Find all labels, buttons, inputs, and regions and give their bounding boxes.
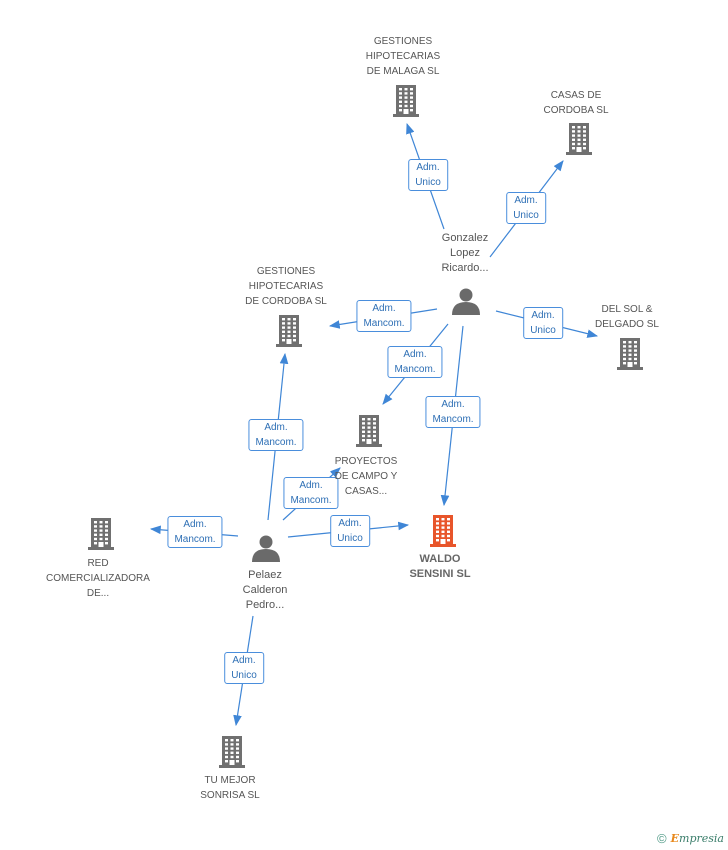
- edge-label-e11[interactable]: Adm.Unico: [224, 652, 264, 684]
- person-icon-pelaez[interactable]: [252, 535, 280, 563]
- building-icon-del_sol[interactable]: [617, 338, 643, 370]
- copyright-icon: ©: [657, 831, 667, 846]
- building-icon-gest_malaga[interactable]: [393, 85, 419, 117]
- footer: © Empresia: [657, 831, 724, 846]
- edge-label-e4[interactable]: Adm.Unico: [523, 307, 563, 339]
- building-icon-red[interactable]: [88, 518, 114, 550]
- building-icon-proyectos[interactable]: [356, 415, 382, 447]
- edge-label-e6[interactable]: Adm.Mancom.: [425, 396, 481, 428]
- brand-logo[interactable]: Empresia: [670, 832, 724, 845]
- building-icon-waldo[interactable]: [430, 515, 456, 547]
- edge-label-e10[interactable]: Adm.Mancom.: [167, 516, 223, 548]
- edge-label-e9[interactable]: Adm.Unico: [330, 515, 370, 547]
- building-icon-gest_cordoba[interactable]: [276, 315, 302, 347]
- person-icon-gonzalez[interactable]: [452, 288, 480, 316]
- edge-label-e8[interactable]: Adm.Mancom.: [283, 477, 339, 509]
- building-icon-tu_mejor[interactable]: [219, 736, 245, 768]
- edge-label-e3[interactable]: Adm.Mancom.: [356, 300, 412, 332]
- edge-label-e1[interactable]: Adm.Unico: [408, 159, 448, 191]
- edge-label-e5[interactable]: Adm.Mancom.: [387, 346, 443, 378]
- node-label-del_sol[interactable]: DEL SOL &DELGADO SL: [595, 304, 659, 330]
- building-icon-casas_cordoba[interactable]: [566, 123, 592, 155]
- edge-label-e7[interactable]: Adm.Mancom.: [248, 419, 304, 451]
- icon-layer: [88, 85, 643, 768]
- edge-label-e2[interactable]: Adm.Unico: [506, 192, 546, 224]
